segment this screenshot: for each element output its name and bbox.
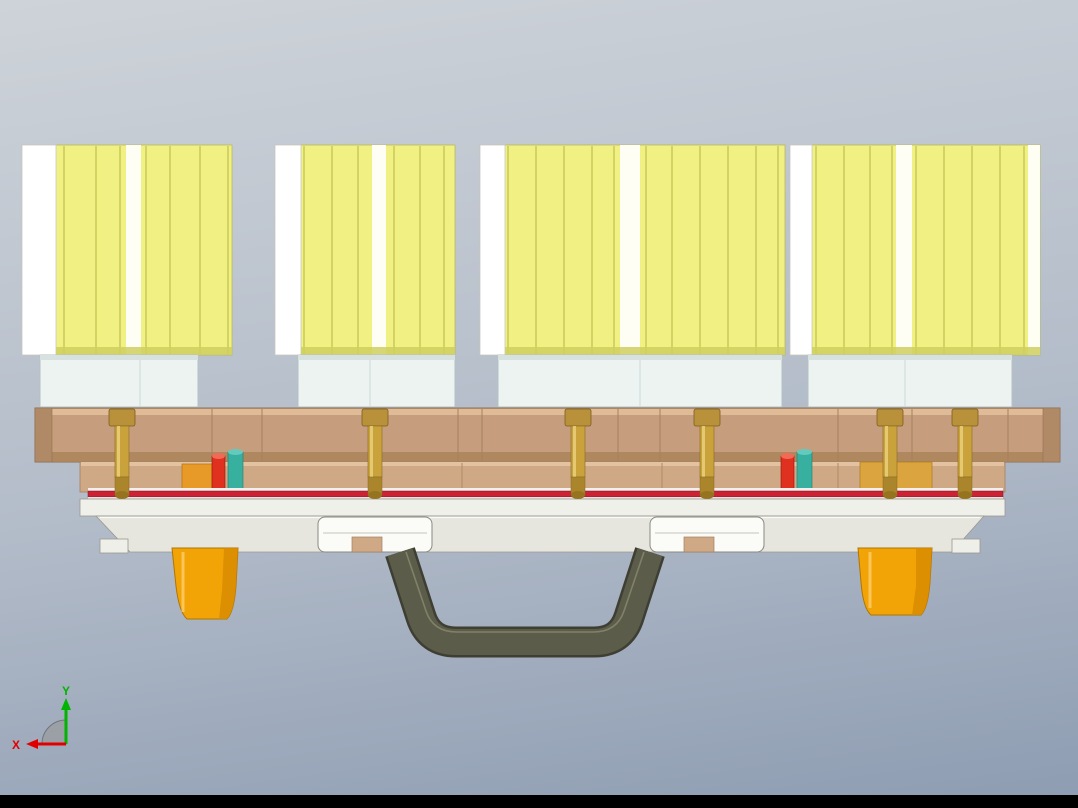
- screw-head: [361, 408, 389, 427]
- clamp-left[interactable]: [317, 516, 433, 553]
- foot-shade: [219, 548, 238, 619]
- cylinder-edge-highlight: [372, 145, 386, 355]
- cylinder-edge-highlight: [620, 145, 640, 355]
- cylinder-bottom-shade: [505, 347, 785, 355]
- screw-shaft-highlight: [960, 426, 963, 477]
- y-axis-label: Y: [62, 684, 70, 698]
- cylinder-stripes: [815, 146, 1025, 354]
- seal-top-line: [88, 488, 1003, 491]
- orientation-triad: Y X: [12, 684, 71, 752]
- parting-line-seal: [87, 488, 1004, 499]
- teal-pin-top: [797, 449, 812, 455]
- screw-tip-end: [115, 491, 129, 499]
- collar-seams: [139, 356, 906, 406]
- cylinder-edge-highlight: [896, 145, 912, 355]
- screw-tip-end: [958, 491, 972, 499]
- screw-1[interactable]: [108, 408, 136, 499]
- x-axis-arrowhead: [26, 739, 38, 749]
- screw-tip-end: [368, 491, 382, 499]
- plate-end-left: [34, 407, 53, 463]
- screw-shaft-highlight: [370, 426, 373, 477]
- cylinder-bank-2[interactable]: [274, 144, 456, 356]
- collar-2: [297, 354, 456, 408]
- plate-end-right: [1042, 407, 1061, 463]
- screw-2[interactable]: [361, 408, 389, 499]
- plate-top-highlight: [36, 409, 1059, 415]
- cylinder-edge-highlight: [274, 144, 302, 356]
- seal-bottom-line: [88, 497, 1003, 499]
- screw-head: [693, 408, 721, 427]
- foot-left[interactable]: [171, 547, 239, 620]
- screw-head: [876, 408, 904, 427]
- screw-shaft-highlight: [885, 426, 888, 477]
- cylinder-stripes: [507, 146, 779, 354]
- cylinder-edge-highlight: [126, 145, 141, 355]
- bottom-bar: [0, 795, 1078, 808]
- cylinder-collars: [39, 354, 1013, 408]
- screw-4[interactable]: [693, 408, 721, 499]
- cylinder-stripes: [63, 146, 229, 354]
- red-pin-top: [212, 453, 225, 459]
- cylinder-body: [789, 144, 1041, 356]
- collar-top-shade: [498, 355, 782, 360]
- bottom-clamp-plate[interactable]: [79, 498, 1006, 554]
- base-tab-left: [99, 538, 129, 554]
- plate-seams: [211, 409, 1009, 461]
- foot-shade: [912, 548, 932, 615]
- cad-model[interactable]: [21, 144, 1061, 658]
- cylinder-edge-highlight: [21, 144, 57, 356]
- teal-pin-top: [228, 449, 243, 455]
- foot-right[interactable]: [857, 547, 933, 616]
- clamp-slot: [683, 536, 715, 553]
- handle-inner-highlight: [405, 551, 645, 633]
- screw-tip-end: [883, 491, 897, 499]
- red-pin-top: [781, 453, 794, 459]
- cylinder-edge-highlight: [1028, 145, 1040, 355]
- screw-tip-end: [571, 491, 585, 499]
- handle[interactable]: [385, 547, 665, 658]
- cylinder-bottom-shade: [812, 347, 1040, 355]
- screw-head: [951, 408, 979, 427]
- cylinder-bank-3[interactable]: [479, 144, 786, 356]
- screw-3[interactable]: [564, 408, 592, 499]
- screw-shaft-highlight: [702, 426, 705, 477]
- base-tab-right: [951, 538, 981, 554]
- cylinder-edge-highlight: [789, 144, 813, 356]
- screw-head: [108, 408, 136, 427]
- screw-6[interactable]: [951, 408, 979, 499]
- cylinder-bottom-shade: [301, 347, 455, 355]
- screw-shaft-highlight: [573, 426, 576, 477]
- z-axis-cone: [41, 719, 67, 745]
- top-clamp-plate[interactable]: [34, 407, 1061, 463]
- collar-top-shade: [808, 355, 1012, 360]
- screw-5[interactable]: [876, 408, 904, 499]
- collar-top-shade: [40, 355, 198, 360]
- cylinder-stripes: [303, 146, 445, 354]
- seal-band: [87, 490, 1004, 498]
- screw-head: [564, 408, 592, 427]
- screw-tip-end: [700, 491, 714, 499]
- cylinder-bottom-shade: [56, 347, 232, 355]
- x-axis-label: X: [12, 738, 20, 752]
- cylinder-bank-1[interactable]: [21, 144, 233, 356]
- base-plate: [79, 498, 1006, 517]
- collar-1: [39, 354, 199, 408]
- collar-top-shade: [298, 355, 455, 360]
- plate-bottom-shade: [36, 452, 1059, 462]
- cylinder-body: [274, 144, 456, 356]
- clamp-slot: [351, 536, 383, 553]
- cylinder-bank-4[interactable]: [789, 144, 1041, 356]
- cylinder-edge-highlight: [479, 144, 506, 356]
- screw-shaft-highlight: [117, 426, 120, 477]
- y-axis-arrowhead: [61, 698, 71, 710]
- underside-top-highlight: [81, 462, 1004, 466]
- handle-body: [387, 548, 663, 655]
- collar-4: [807, 354, 1013, 408]
- clamp-right[interactable]: [649, 516, 765, 553]
- base-plate-chamfer: [95, 515, 985, 553]
